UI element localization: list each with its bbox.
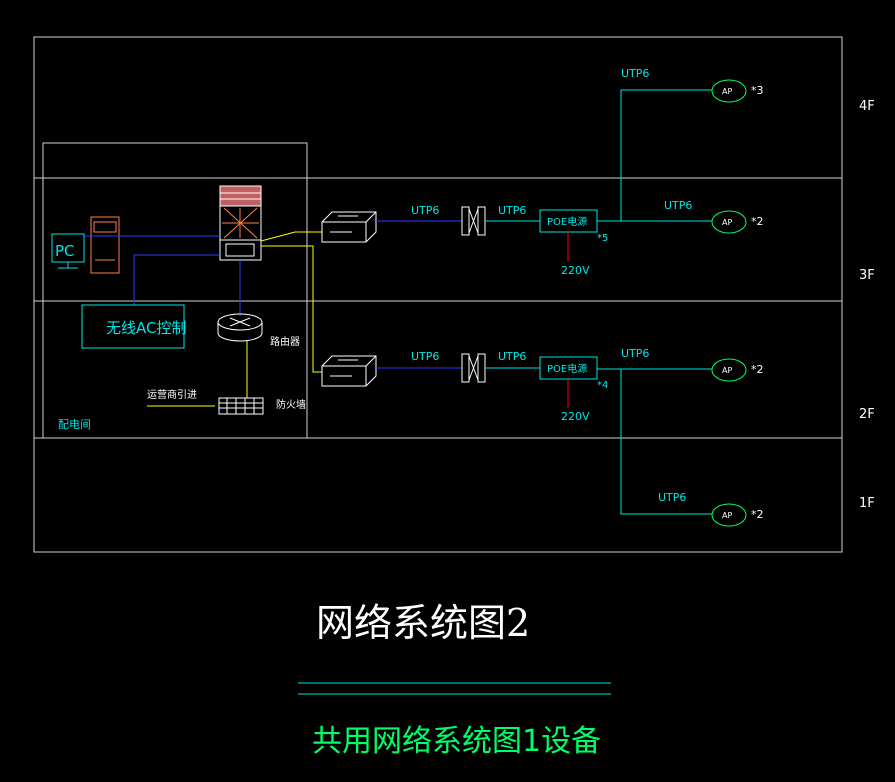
- ap-label: AP: [722, 366, 732, 375]
- wireless-ac-controller-label: 无线AC控制: [106, 319, 186, 337]
- core-switch-cabinet-icon: [219, 185, 262, 261]
- power-label-top: 220V: [561, 264, 590, 277]
- poe-to-1f-cable: [620, 369, 712, 515]
- sub-title: 共用网络系统图1设备: [312, 724, 601, 759]
- poe-count-top: *5: [597, 233, 608, 244]
- equipment-room-box: [42, 142, 308, 439]
- utp-label-8: UTP6: [658, 491, 686, 504]
- wireless-ac-controller-box: [81, 304, 185, 349]
- power-label-bottom: 220V: [561, 410, 590, 423]
- poe-label-top: POE电源: [547, 215, 587, 228]
- utp-label-1: UTP6: [411, 204, 439, 217]
- patch-panel-bottom-icon: [461, 353, 486, 383]
- access-point-1f: AP: [711, 503, 747, 527]
- floor-label-2f: 2F: [859, 407, 875, 422]
- ap-label: AP: [722, 87, 732, 96]
- ap-count-2f: *2: [751, 363, 764, 376]
- router-icon: [217, 313, 263, 342]
- core-to-switch-bottom-cable: [261, 245, 322, 373]
- ac-to-core-cable: [133, 254, 220, 305]
- isp-label: 运营商引进: [147, 388, 197, 401]
- pc-tower-icon: [90, 216, 120, 274]
- utp-label-6: UTP6: [498, 350, 526, 363]
- ap-count-4f: *3: [751, 84, 764, 97]
- floor-label-4f: 4F: [859, 99, 875, 114]
- utp-label-3: UTP6: [621, 67, 649, 80]
- equipment-room-label: 配电间: [58, 418, 91, 431]
- ap-label: AP: [722, 511, 732, 520]
- firewall-icon: [218, 397, 264, 415]
- floor-label-1f: 1F: [859, 496, 875, 511]
- patch-panel-top-icon: [461, 206, 486, 236]
- poe-to-4f-cable: [620, 89, 712, 221]
- drawing-frame: [33, 36, 843, 553]
- utp-label-4: UTP6: [664, 199, 692, 212]
- poe-count-bottom: *4: [597, 380, 608, 391]
- pc-label: PC: [55, 242, 75, 260]
- main-title: 网络系统图2: [316, 601, 530, 645]
- access-point-4f: AP: [711, 79, 747, 103]
- poe-label-bottom: POE电源: [547, 362, 587, 375]
- access-switch-bottom-icon: [321, 355, 377, 387]
- access-switch-top-icon: [321, 211, 377, 243]
- access-point-2f: AP: [711, 358, 747, 382]
- utp-label-7: UTP6: [621, 347, 649, 360]
- ap-count-3f: *2: [751, 215, 764, 228]
- utp-label-2: UTP6: [498, 204, 526, 217]
- floor-label-3f: 3F: [859, 268, 875, 283]
- access-point-3f: AP: [711, 210, 747, 234]
- router-label: 路由器: [270, 335, 300, 348]
- ap-label: AP: [722, 218, 732, 227]
- ap-count-1f: *2: [751, 508, 764, 521]
- firewall-label: 防火墙: [276, 398, 306, 411]
- utp-label-5: UTP6: [411, 350, 439, 363]
- pc-monitor-icon: [51, 233, 85, 269]
- core-to-switch-top-cable: [260, 231, 322, 242]
